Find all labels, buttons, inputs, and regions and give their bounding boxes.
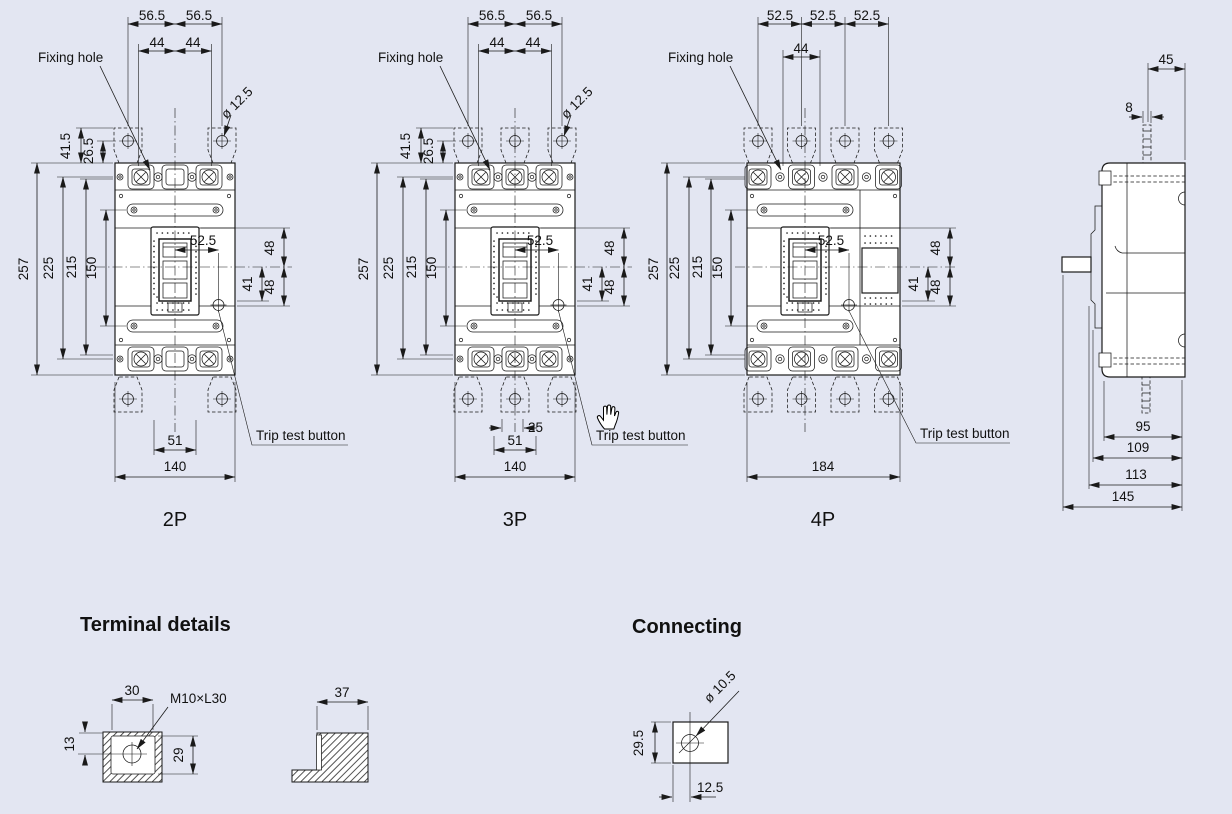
trip-test-label: Trip test button — [596, 428, 686, 443]
dim-37: 37 — [334, 685, 349, 700]
dim-215: 215 — [404, 256, 419, 279]
dim-215: 215 — [64, 256, 79, 279]
dim-26-5: 26.5 — [81, 138, 96, 164]
dim-44-left: 44 — [149, 35, 165, 50]
dim-48-top: 48 — [262, 240, 277, 255]
dim-109: 109 — [1127, 440, 1150, 455]
dim-41: 41 — [906, 276, 921, 291]
dim-44-right: 44 — [525, 35, 541, 50]
handle-side-profile — [1061, 256, 1092, 273]
section-connecting: Connecting ø 10.5 29.5 12.5 — [631, 616, 742, 802]
hole-dia-label: ø 12.5 — [218, 84, 256, 122]
trip-test-label: Trip test button — [920, 426, 1010, 441]
terminal-details-title: Terminal details — [80, 614, 231, 636]
dim-225: 225 — [381, 257, 396, 280]
view-label-3p: 3P — [503, 509, 527, 531]
dim-12-5: 12.5 — [697, 780, 723, 795]
dim-145: 145 — [1112, 489, 1135, 504]
dim-29-5: 29.5 — [631, 730, 646, 756]
dim-95: 95 — [1135, 419, 1150, 434]
dim-29: 29 — [171, 747, 186, 762]
dim-184: 184 — [812, 459, 835, 474]
fixing-hole-label: Fixing hole — [38, 50, 103, 65]
dim-44: 44 — [793, 41, 809, 56]
dim-44-right: 44 — [185, 35, 201, 50]
dim-48-bottom: 48 — [928, 279, 943, 294]
dim-52-5-a: 52.5 — [767, 8, 793, 23]
hole-dia-label: ø 10.5 — [701, 668, 739, 706]
dim-257: 257 — [356, 258, 371, 281]
connecting-title: Connecting — [632, 616, 742, 638]
screw-spec-label: M10×L30 — [170, 691, 227, 706]
dim-140: 140 — [164, 459, 187, 474]
dim-56-right: 56.5 — [526, 8, 552, 23]
dim-52-5: 52.5 — [527, 233, 553, 248]
dim-8: 8 — [1125, 100, 1133, 115]
dim-51: 51 — [507, 433, 522, 448]
fixing-hole-label: Fixing hole — [378, 50, 443, 65]
dim-48-top: 48 — [928, 240, 943, 255]
fixing-hole-label: Fixing hole — [668, 50, 733, 65]
dim-52-5-b: 52.5 — [810, 8, 836, 23]
dim-150: 150 — [424, 257, 439, 280]
dim-25: 25 — [528, 420, 543, 435]
view-label-4p: 4P — [811, 509, 835, 531]
view-side: 45 8 95 109 113 145 — [1061, 52, 1186, 511]
dim-45: 45 — [1158, 52, 1173, 67]
dim-30: 30 — [124, 683, 139, 698]
hole-dia-label: ø 12.5 — [558, 84, 596, 122]
dim-41-5: 41.5 — [58, 133, 73, 159]
dim-13: 13 — [62, 736, 77, 751]
dim-52-5: 52.5 — [818, 233, 844, 248]
view-4p: 52.5 52.5 52.5 44 Fixing hole 257 225 21… — [646, 8, 1010, 531]
dim-150: 150 — [710, 257, 725, 280]
dim-48-top: 48 — [602, 240, 617, 255]
dim-215: 215 — [690, 256, 705, 279]
dim-48-bottom: 48 — [602, 279, 617, 294]
dim-41-5: 41.5 — [398, 133, 413, 159]
dim-41: 41 — [240, 276, 255, 291]
dim-113: 113 — [1125, 467, 1147, 482]
dim-150: 150 — [84, 257, 99, 280]
dim-41: 41 — [580, 276, 595, 291]
dim-48-bottom: 48 — [262, 279, 277, 294]
section-terminal-details: Terminal details 30 M10×L30 13 29 37 — [62, 614, 369, 783]
dim-26-5: 26.5 — [421, 138, 436, 164]
dim-257: 257 — [646, 258, 661, 281]
dim-56-left: 56.5 — [139, 8, 165, 23]
trip-test-label: Trip test button — [256, 428, 346, 443]
dim-44-left: 44 — [489, 35, 505, 50]
hand-cursor-icon — [596, 404, 620, 430]
dim-52-5: 52.5 — [190, 233, 216, 248]
view-label-2p: 2P — [163, 509, 187, 531]
dim-225: 225 — [41, 257, 56, 280]
dim-140: 140 — [504, 459, 527, 474]
dim-225: 225 — [667, 257, 682, 280]
dim-56-left: 56.5 — [479, 8, 505, 23]
view-3p: 56.5 56.5 44 44 Fixing hole ø 12.5 41.5 … — [356, 8, 688, 531]
view-2p: 56.5 56.5 44 44 Fixing hole ø 12.5 41.5 … — [16, 8, 348, 531]
dim-52-5-c: 52.5 — [854, 8, 880, 23]
dim-257: 257 — [16, 258, 31, 281]
dim-56-right: 56.5 — [186, 8, 212, 23]
dim-51: 51 — [167, 433, 182, 448]
